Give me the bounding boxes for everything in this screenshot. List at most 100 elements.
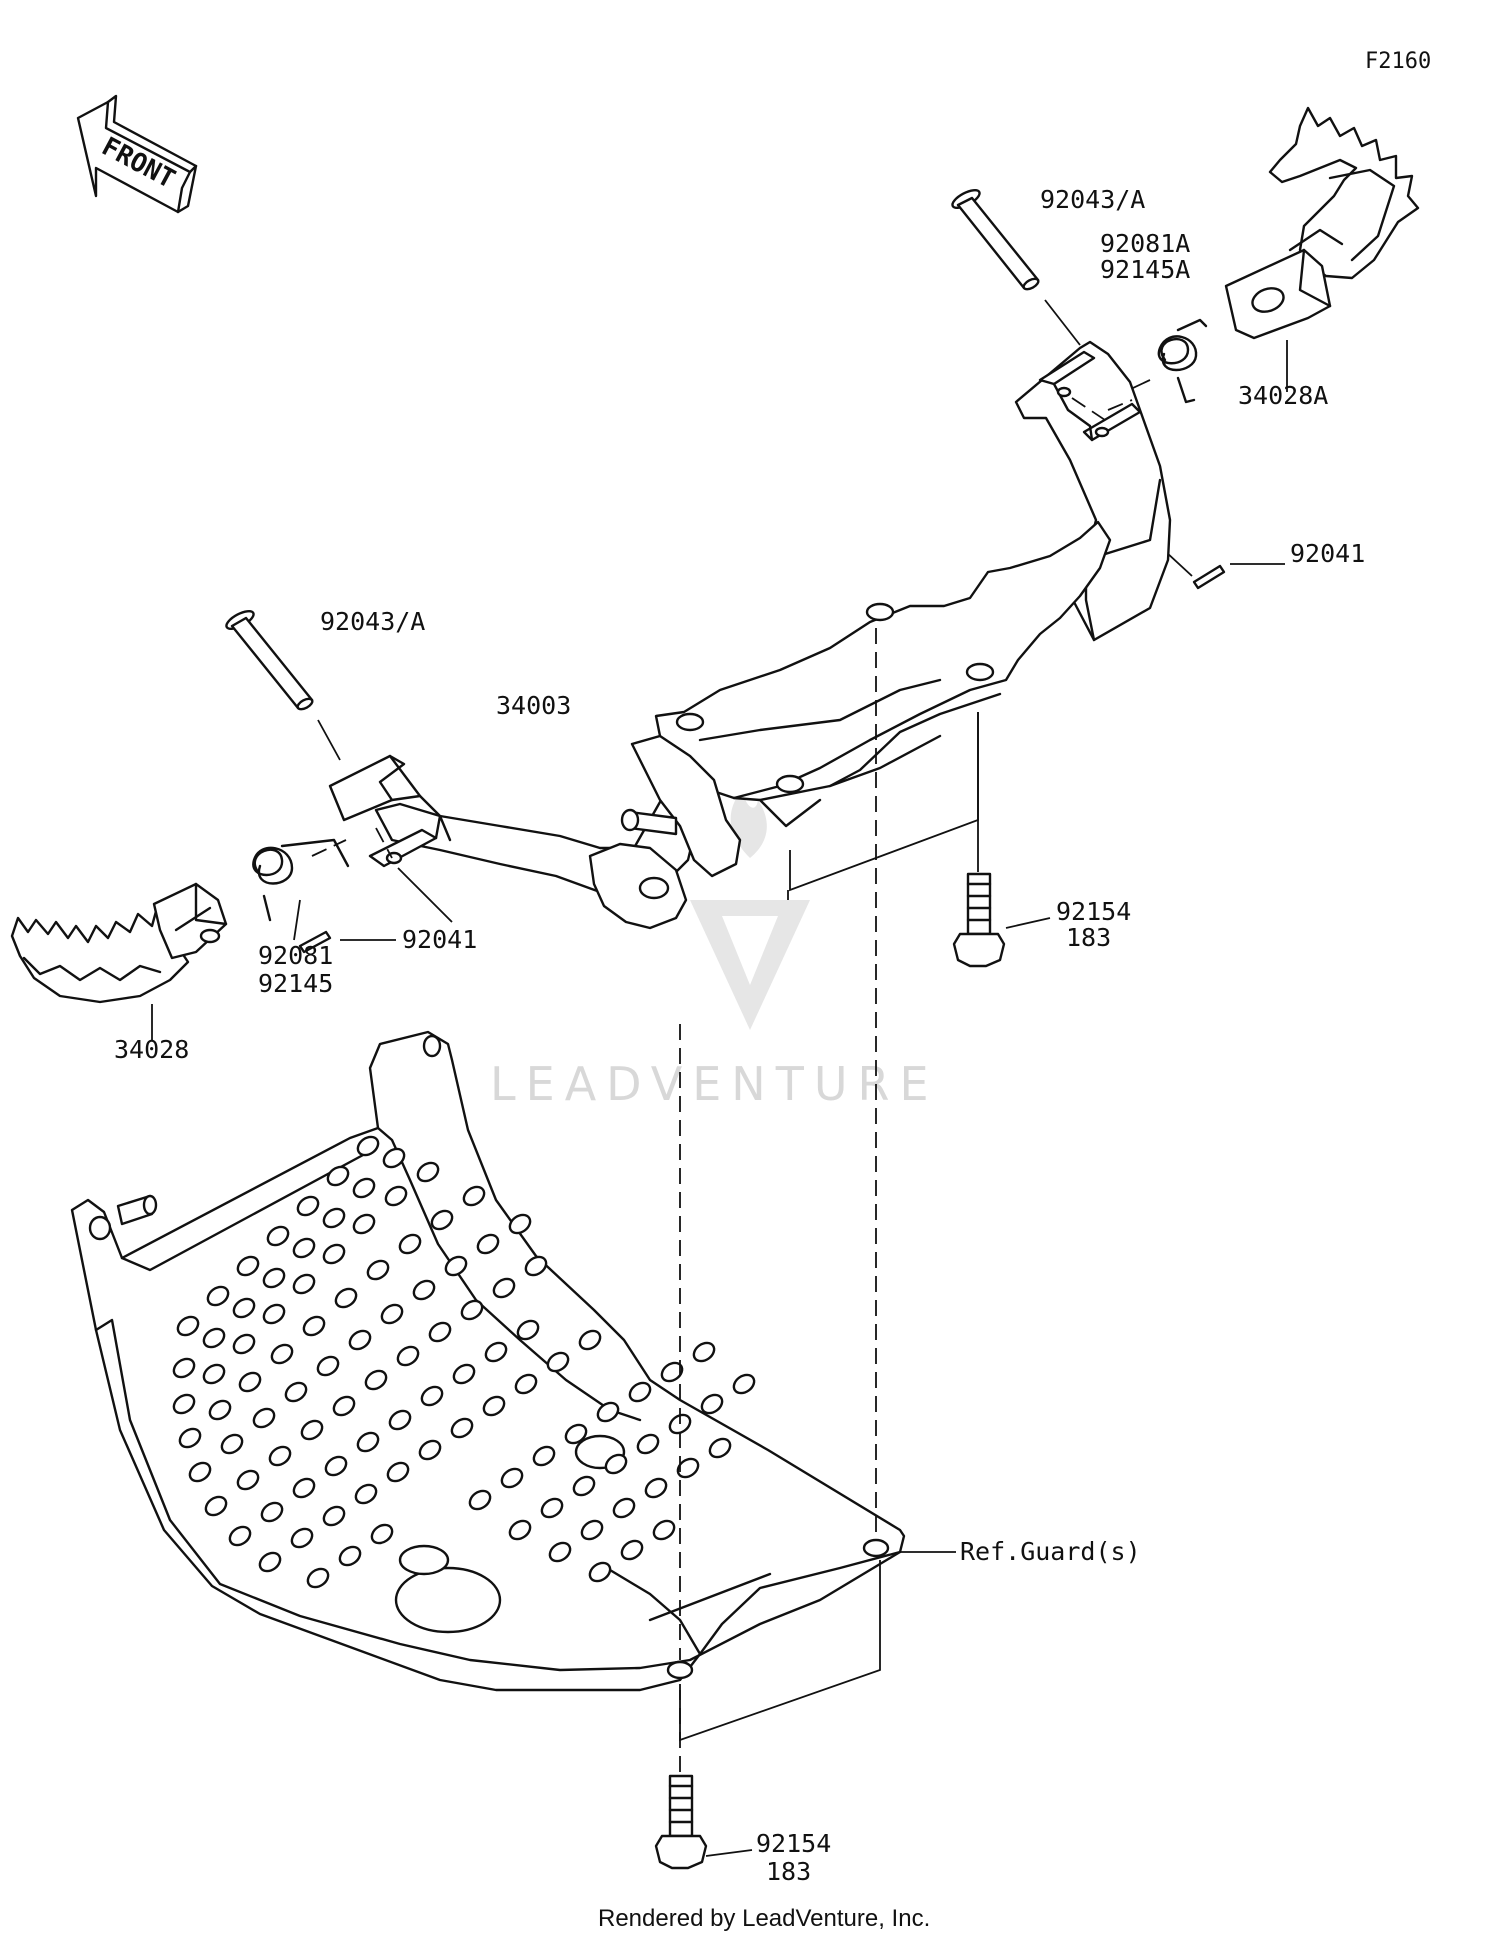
perforation-hole (546, 1351, 570, 1373)
perforation-hole (620, 1539, 644, 1561)
perforation-hole (628, 1381, 652, 1403)
perforation-hole (322, 1243, 346, 1265)
label-bolt-lower-code: 183 (766, 1857, 811, 1886)
perforation-hole (262, 1267, 286, 1289)
perforation-hole (316, 1355, 340, 1377)
perforation-hole (564, 1423, 588, 1445)
perforation-hole (232, 1297, 256, 1319)
perforation-hole (258, 1551, 282, 1573)
perforation-hole (292, 1237, 316, 1259)
perforation-hole (524, 1255, 548, 1277)
perforation-hole (676, 1457, 700, 1479)
perforation-hole (236, 1255, 260, 1277)
credit-text: Rendered by LeadVenture, Inc. (598, 1905, 930, 1932)
perforation-hole (356, 1135, 380, 1157)
perforation-hole (188, 1461, 212, 1483)
label-spring-right-b: 92145A (1100, 255, 1190, 284)
label-pin-right: 92043/A (1040, 185, 1145, 214)
label-bolt-upper-part: 92154 (1056, 897, 1131, 926)
spring-left (252, 838, 350, 922)
perforation-hole (292, 1273, 316, 1295)
perforation-hole (388, 1409, 412, 1431)
label-bracket: 34003 (496, 691, 571, 720)
bracket-assembly (311, 340, 1172, 930)
perforation-hole (508, 1519, 532, 1541)
perforation-hole (476, 1233, 500, 1255)
perforation-hole (204, 1495, 228, 1517)
perforation-hole (322, 1207, 346, 1229)
perforation-hole (262, 1303, 286, 1325)
perforation-hole (172, 1393, 196, 1415)
perforation-hole (324, 1455, 348, 1477)
perforation-hole (612, 1497, 636, 1519)
perforation-hole (604, 1453, 628, 1475)
perforation-hole (732, 1373, 756, 1395)
pin-right (951, 188, 1040, 291)
perforation-hole (428, 1321, 452, 1343)
perforation-hole (578, 1329, 602, 1351)
skid-plate (70, 1030, 906, 1692)
perforation-hole (450, 1417, 474, 1439)
perforation-hole (386, 1461, 410, 1483)
perforation-hole (508, 1213, 532, 1235)
perforation-hole (382, 1147, 406, 1169)
perforation-hole (338, 1545, 362, 1567)
perforation-hole (238, 1371, 262, 1393)
perforation-hole (548, 1541, 572, 1563)
perforation-hole (290, 1527, 314, 1549)
perforation-hole (172, 1357, 196, 1379)
perforation-hole (380, 1303, 404, 1325)
perforation-hole (292, 1477, 316, 1499)
cotter-pin-left (298, 930, 332, 954)
perforation-hole (202, 1363, 226, 1385)
perforation-hole (206, 1285, 230, 1307)
perforation-hole (332, 1395, 356, 1417)
perforation-hole (270, 1343, 294, 1365)
bolt-upper (952, 872, 1006, 968)
perforation-hole (482, 1395, 506, 1417)
footpeg-left (10, 882, 228, 1004)
label-cotter-right: 92041 (1290, 539, 1365, 568)
perforation-hole (514, 1373, 538, 1395)
perforation-hole (252, 1407, 276, 1429)
label-spring-left-a: 92081 (258, 941, 333, 970)
perforation-hole (660, 1361, 684, 1383)
perforation-hole (430, 1209, 454, 1231)
bolt-lower (654, 1774, 708, 1870)
perforation-hole (306, 1567, 330, 1589)
perforation-hole (708, 1437, 732, 1459)
perforation-hole (284, 1381, 308, 1403)
perforation-hole (364, 1369, 388, 1391)
perforation-hole (176, 1315, 200, 1337)
perforation-hole (260, 1501, 284, 1523)
label-cotter-left: 92041 (402, 925, 477, 954)
perforation-hole (540, 1497, 564, 1519)
label-footpeg-left: 34028 (114, 1035, 189, 1064)
skid-plate-holes (172, 1135, 756, 1589)
perforation-hole (500, 1467, 524, 1489)
perforation-hole (468, 1489, 492, 1511)
perforation-hole (580, 1519, 604, 1541)
label-spring-left-b: 92145 (258, 969, 333, 998)
perforation-hole (236, 1469, 260, 1491)
perforation-hole (352, 1213, 376, 1235)
perforation-hole (348, 1329, 372, 1351)
perforation-hole (460, 1299, 484, 1321)
perforation-hole (444, 1255, 468, 1277)
label-bolt-upper-code: 183 (1066, 923, 1111, 952)
perforation-hole (384, 1185, 408, 1207)
perforation-hole (644, 1477, 668, 1499)
perforation-hole (416, 1161, 440, 1183)
perforation-hole (220, 1433, 244, 1455)
perforation-hole (356, 1431, 380, 1453)
perforation-hole (366, 1259, 390, 1281)
perforation-hole (516, 1319, 540, 1341)
perforation-hole (178, 1427, 202, 1449)
label-spring-right-a: 92081A (1100, 229, 1190, 258)
label-pin-left: 92043/A (320, 607, 425, 636)
watermark-text: LEADVENTURE (490, 1057, 939, 1111)
perforation-hole (484, 1341, 508, 1363)
perforation-hole (418, 1439, 442, 1461)
label-footpeg-right: 34028A (1238, 381, 1328, 410)
perforation-hole (412, 1279, 436, 1301)
